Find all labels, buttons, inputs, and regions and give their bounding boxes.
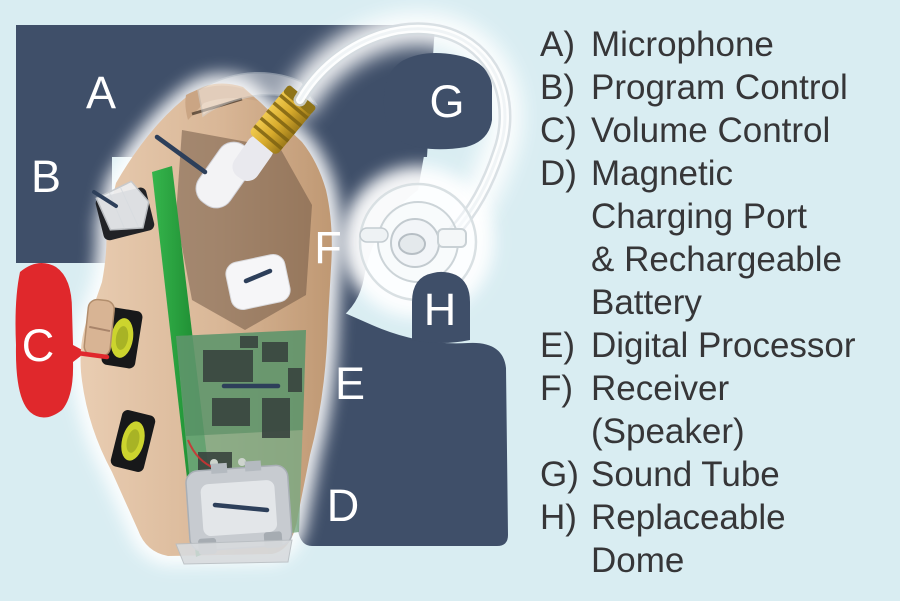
tube-fitting	[437, 228, 467, 248]
dome-spout	[359, 227, 389, 243]
legend-letter: A)	[540, 25, 575, 64]
legend-letter: D)	[540, 154, 577, 193]
legend-label: Microphone	[591, 25, 774, 64]
legend-item-replaceable-dome: H) Replaceable Dome	[540, 496, 895, 582]
battery-tray	[175, 539, 293, 565]
leader-line-d	[212, 502, 270, 513]
top-cap	[185, 85, 258, 120]
screw-2	[238, 458, 246, 466]
legend-letter: F)	[540, 369, 574, 408]
leader-line-b	[92, 190, 118, 208]
hearing-aid-illustration	[80, 71, 332, 565]
sound-tube	[293, 22, 512, 240]
legend-label: Receiver (Speaker)	[591, 369, 745, 451]
leader-line-f	[243, 268, 273, 284]
yellow-component-2	[110, 410, 156, 472]
legend-label: Replaceable Dome	[591, 498, 786, 580]
callout-letter-e: E	[335, 358, 365, 409]
microphone-component-2	[232, 135, 274, 181]
callout-blob-g	[383, 53, 492, 150]
callout-letter-h: H	[424, 284, 457, 335]
legend-item-sound-tube: G) Sound Tube	[540, 453, 895, 496]
legend: A) Microphone B) Program Control C) Volu…	[540, 23, 895, 582]
leader-lines	[92, 134, 281, 513]
legend-item-digital-processor: E) Digital Processor	[540, 324, 895, 367]
legend-letter: B)	[540, 68, 575, 107]
hearing-aid-figure: A B C D E F G H	[15, 11, 522, 567]
callout-letter-f: F	[314, 222, 342, 273]
legend-letter: H)	[540, 498, 577, 537]
leader-line-c	[67, 349, 110, 360]
callout-letter-c: C	[22, 320, 55, 371]
legend-item-volume-control: C) Volume Control	[540, 109, 895, 152]
gold-connector	[250, 85, 316, 154]
legend-label: Digital Processor	[591, 326, 856, 365]
receiver-component	[225, 254, 291, 310]
callout-letter-b: B	[31, 151, 61, 202]
legend-letter: G)	[540, 455, 579, 494]
legend-item-receiver: F) Receiver (Speaker)	[540, 367, 895, 453]
microphone-slit	[191, 97, 243, 116]
legend-item-charging-battery: D) Magnetic Charging Port & Rechargeable…	[540, 152, 895, 324]
callout-letter-g: G	[429, 76, 464, 127]
legend-label: Volume Control	[591, 111, 831, 150]
callout-letter-d: D	[327, 480, 360, 531]
legend-label: Program Control	[591, 68, 848, 107]
legend-letter: C)	[540, 111, 577, 150]
legend-label: Sound Tube	[591, 455, 780, 494]
leader-line-a	[154, 134, 208, 175]
callout-letters: A B C D E F G H	[22, 67, 465, 531]
volume-control-rocker	[83, 298, 115, 357]
replaceable-dome	[358, 182, 478, 302]
legend-label: Magnetic Charging Port & Rechargeable Ba…	[591, 154, 842, 322]
callout-blob-c	[15, 263, 86, 418]
blob-left-column	[16, 25, 112, 263]
callout-blob-h	[412, 271, 470, 343]
legend-letter: E)	[540, 326, 575, 365]
legend-item-microphone: A) Microphone	[540, 23, 895, 66]
legend-item-program-control: B) Program Control	[540, 66, 895, 109]
callout-letter-a: A	[86, 67, 116, 118]
